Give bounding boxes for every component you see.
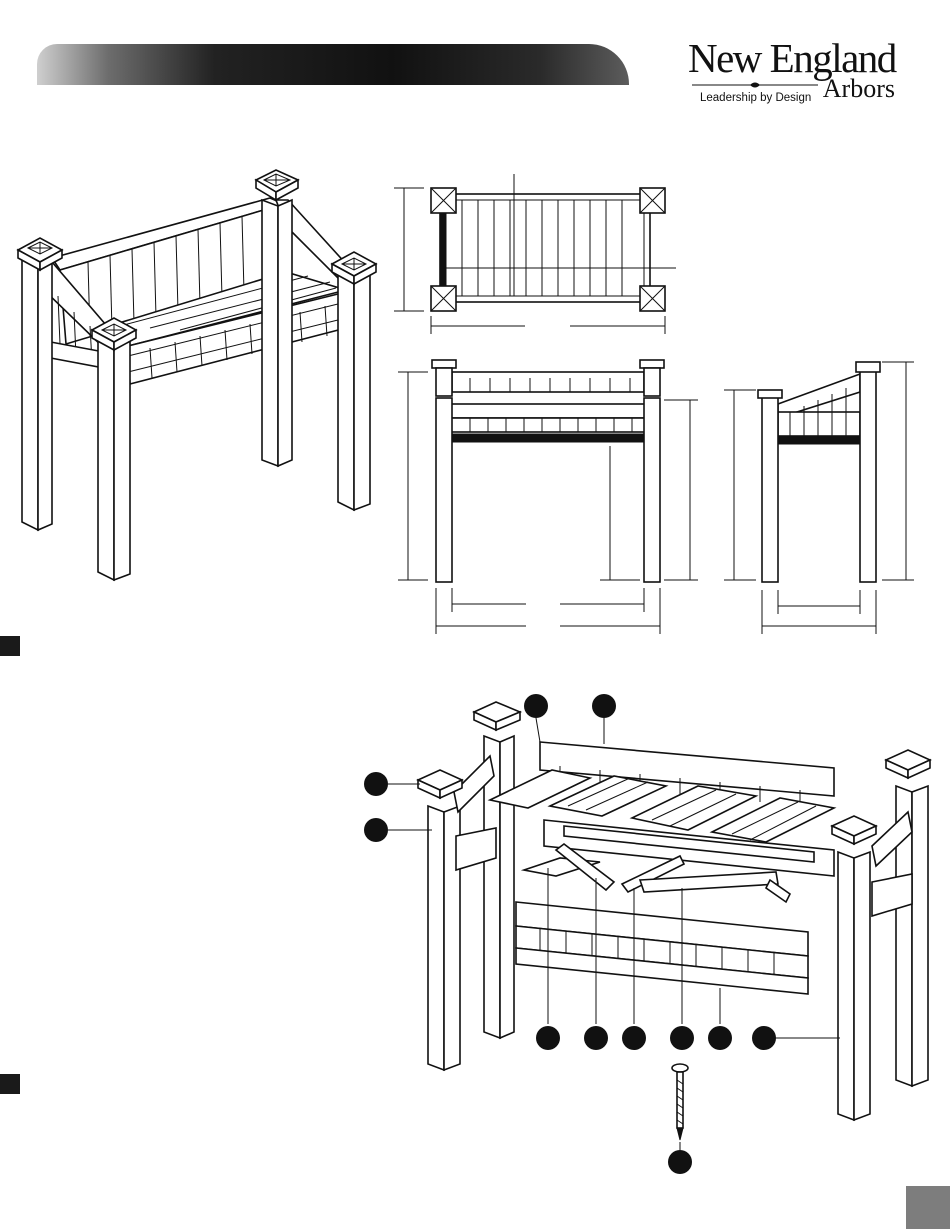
planter-front-view bbox=[398, 360, 698, 634]
callout-circle-icon bbox=[364, 772, 388, 796]
callout-circle-icon bbox=[622, 1026, 646, 1050]
callout-circle-icon bbox=[670, 1026, 694, 1050]
callout-circle-icon bbox=[592, 694, 616, 718]
callout-circle-icon bbox=[708, 1026, 732, 1050]
callout-circle-icon bbox=[524, 694, 548, 718]
callout-circle-icon bbox=[668, 1150, 692, 1174]
screw-icon bbox=[672, 1064, 688, 1140]
callout-circle-icon bbox=[752, 1026, 776, 1050]
planter-top-view bbox=[394, 174, 676, 334]
planter-side-view bbox=[724, 362, 914, 634]
planter-isometric-view bbox=[18, 170, 376, 580]
callout-circle-icon bbox=[536, 1026, 560, 1050]
callout-circle-icon bbox=[364, 818, 388, 842]
exploded-parts-view bbox=[388, 702, 930, 1150]
callout-circle-icon bbox=[584, 1026, 608, 1050]
